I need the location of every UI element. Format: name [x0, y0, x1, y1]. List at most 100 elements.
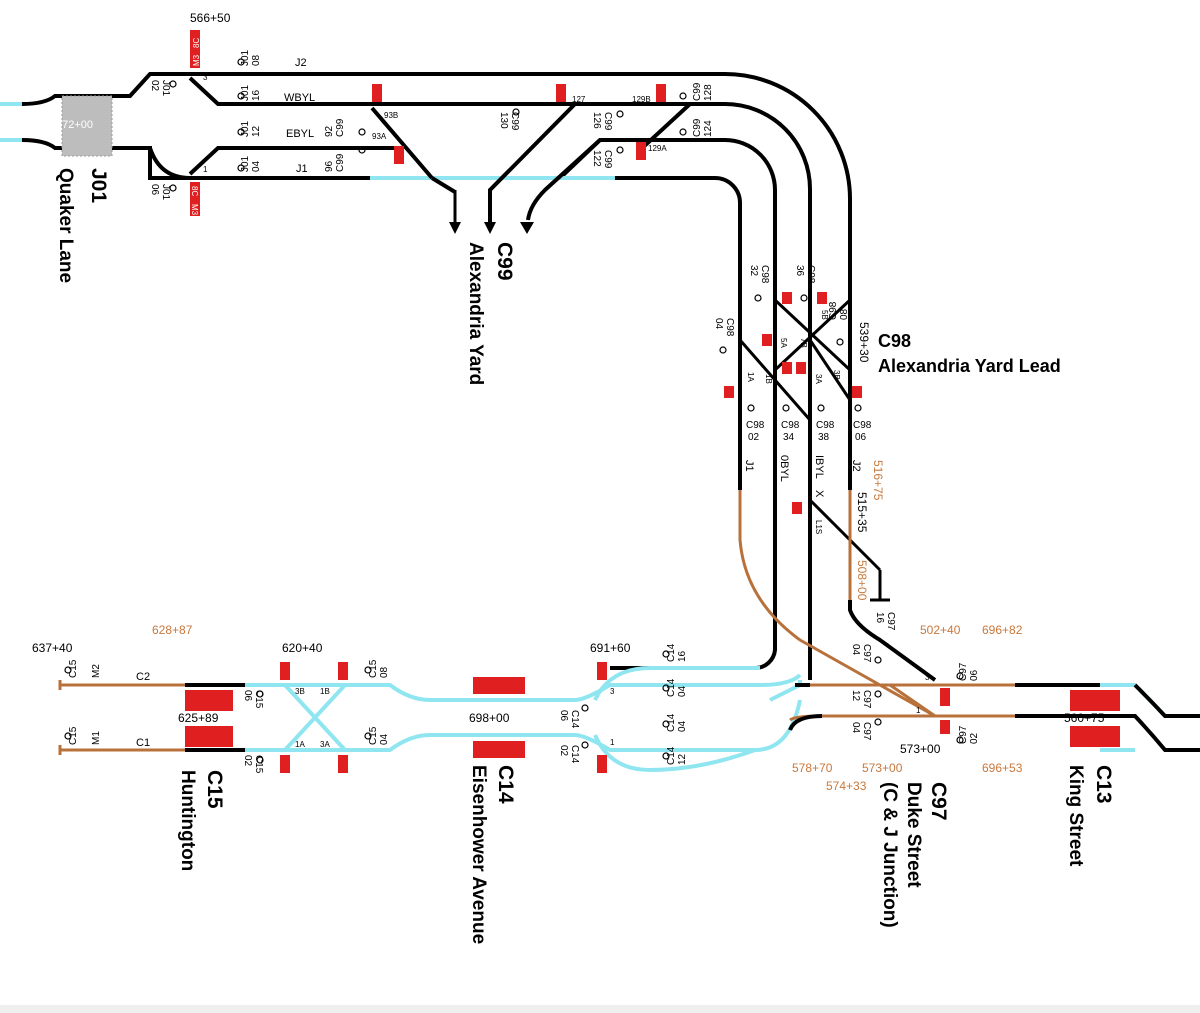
signal-box-8: [817, 292, 827, 304]
signal-head-icon: [616, 146, 624, 154]
signal-c97-04: C97: [861, 644, 872, 663]
signal-c99-126: C99: [602, 112, 613, 131]
signal-number: 04: [677, 685, 688, 697]
station-name-c14: Eisenhower Avenue: [468, 765, 489, 944]
signal-box-8c: [280, 662, 290, 680]
svg-text:02: 02: [558, 745, 569, 757]
svg-text:130: 130: [498, 112, 509, 129]
bottom-scrollbar[interactable]: [0, 1005, 1200, 1013]
badge-8c-label: 8C: [192, 38, 201, 48]
signal-number: 36: [794, 265, 805, 277]
signal-box-8c: [597, 662, 607, 680]
switch-1a-v: 1A: [746, 372, 755, 382]
signal-number: 06: [969, 669, 980, 681]
signal-number: 06: [558, 710, 569, 722]
signal-c15-08: C15: [368, 659, 379, 678]
platform-hatch: [62, 96, 112, 156]
svg-text:36: 36: [794, 265, 805, 277]
signal-c98-38: C98: [816, 420, 835, 431]
switch-93b: 93B: [384, 111, 398, 120]
switch-93a: 93A: [372, 132, 387, 141]
signal-c15-04: C15: [368, 726, 379, 745]
milepost-698: 698+00: [469, 711, 510, 725]
signal-box-8c-m3: [190, 182, 200, 216]
svg-text:08: 08: [379, 666, 390, 678]
crossover: [738, 339, 812, 421]
signal-number: 122: [591, 150, 602, 167]
svg-text:08: 08: [839, 308, 850, 320]
milepost-625: 625+89: [178, 711, 219, 725]
milepost-572: 572+00: [56, 119, 93, 131]
signal-c97-12: C97: [861, 690, 872, 709]
switch-c14-1: 1: [610, 738, 615, 747]
signal-head-icon: [616, 110, 624, 118]
signal-number: 96: [324, 160, 335, 172]
signal-head-icon: [956, 736, 964, 744]
track-occupied-c1: [245, 699, 802, 752]
arrow-down-icon: [484, 222, 496, 234]
track-out-of-service: [738, 490, 801, 642]
signal-head-icon: [874, 690, 882, 698]
signal-c97-02: C97: [958, 725, 969, 744]
j01-interlocking: 572+00 566+50 J2 WBYL EBYL J1 3 1 93B 93…: [0, 11, 852, 680]
switch-129a: 129A: [648, 144, 667, 153]
signal-number: 12: [850, 690, 861, 702]
station-code-c99: C99: [493, 242, 516, 281]
signal-box-m3-15: [940, 688, 950, 706]
track-label-c1: C1: [136, 737, 150, 749]
svg-text:16: 16: [874, 612, 885, 624]
svg-text:M2: M2: [91, 664, 102, 678]
switch-1: 1: [203, 165, 208, 174]
signal-j01-12: J01: [240, 120, 251, 137]
station-name-c99: Alexandria Yard: [465, 242, 486, 385]
track-label-j1v: J1: [743, 460, 755, 472]
svg-text:04: 04: [713, 318, 724, 330]
track-j1-lead: [615, 176, 742, 490]
signal-c15-06: C15: [253, 690, 264, 709]
station-name-c98: Alexandria Yard Lead: [878, 356, 1061, 376]
svg-text:06: 06: [969, 669, 980, 681]
signal-number: 02: [969, 732, 980, 744]
svg-text:92: 92: [324, 125, 335, 137]
svg-text:128: 128: [703, 84, 714, 101]
milepost-515: 515+35: [855, 492, 869, 533]
milepost-573b: 573+00: [862, 761, 903, 775]
platform-c13-lower: [1070, 726, 1120, 747]
track-ebyl: [188, 146, 400, 176]
signal-box-8: [852, 386, 862, 398]
signal-number: 02: [242, 755, 253, 767]
signal-number: 06: [855, 432, 867, 443]
signal-box-8: [782, 292, 792, 304]
svg-text:06: 06: [558, 710, 569, 722]
track-label-j2v: J2: [850, 460, 862, 472]
track-j1-curve: [55, 146, 191, 180]
signal-head-icon: [719, 346, 727, 354]
signal-number: 04: [379, 733, 390, 745]
svg-text:32: 32: [748, 265, 759, 277]
svg-text:08: 08: [251, 54, 262, 66]
arrow-down-icon: [449, 222, 461, 234]
signal-number: 08: [379, 666, 390, 678]
signal-number: 02: [748, 432, 760, 443]
signal-number: 16: [251, 89, 262, 101]
signal-box-8c: [338, 662, 348, 680]
signal-box-8: [782, 362, 792, 374]
station-name-c97: Duke Street: [903, 782, 924, 888]
signal-head-icon: [836, 338, 844, 346]
crossover: [808, 339, 852, 401]
svg-text:04: 04: [677, 720, 688, 732]
signal-head-icon: [358, 128, 366, 136]
signal-head-icon: [817, 404, 825, 412]
switch-c97-1: 1: [916, 706, 921, 715]
lower-main-line: 3B 1B 1A 3A 3 1 3 1 C2 C1 637+40 628+87 …: [32, 612, 1200, 944]
svg-text:02: 02: [748, 432, 760, 443]
signal-head-icon: [64, 732, 72, 740]
station-name-c13: King Street: [1065, 765, 1086, 867]
crossover: [638, 102, 692, 152]
arrow-down-icon: [520, 222, 534, 234]
crossover-occupied: [283, 683, 347, 752]
signal-head-icon: [169, 80, 177, 88]
track-occupied-c2: [245, 673, 802, 702]
signal-c98-04: C98: [724, 318, 735, 337]
station-code-c14: C14: [494, 765, 517, 804]
